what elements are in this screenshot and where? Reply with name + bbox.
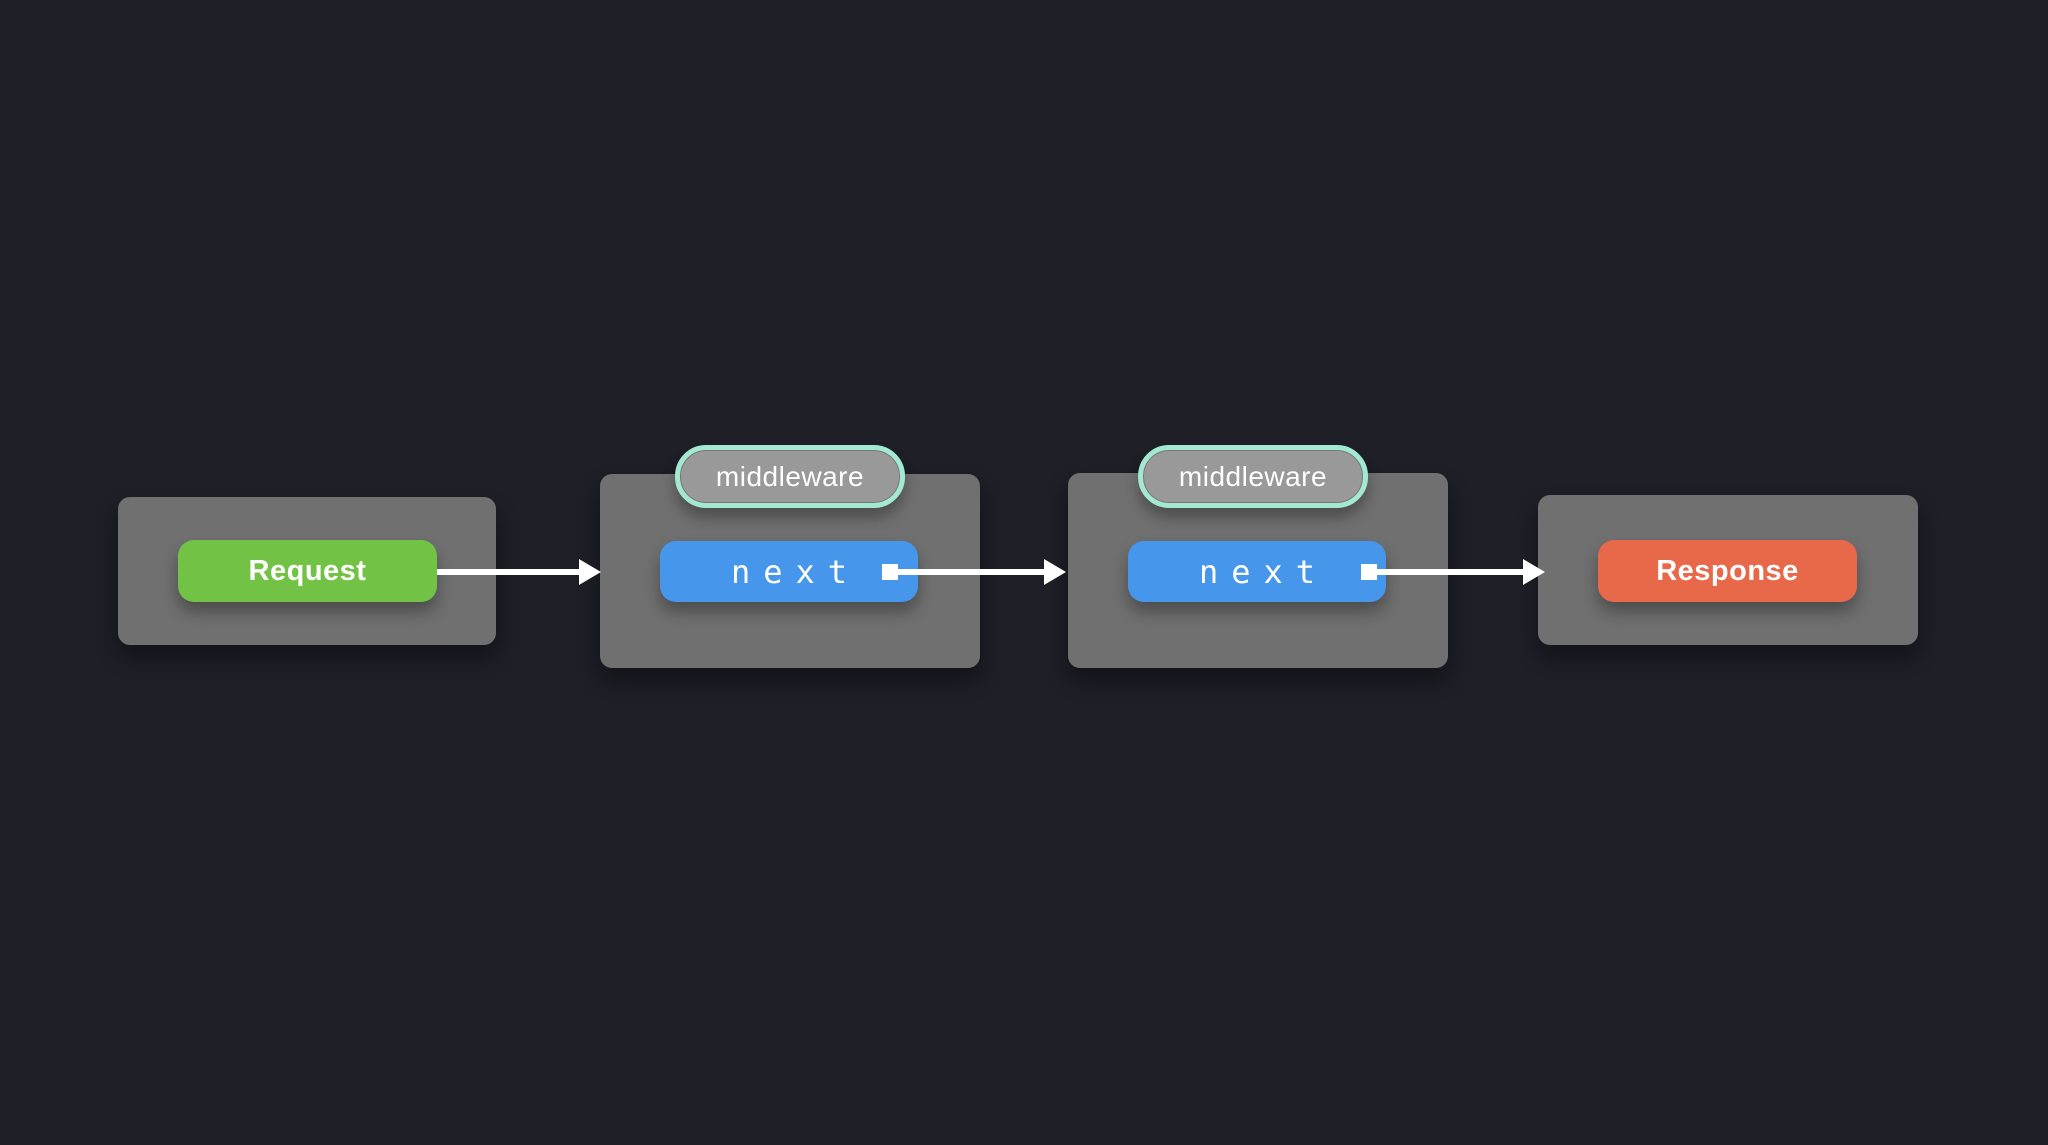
middleware1-next-button: next xyxy=(660,541,918,602)
request-node: Request xyxy=(178,540,437,602)
arrowhead-icon xyxy=(1044,559,1066,585)
request-node-label: Request xyxy=(248,554,367,587)
middleware2-badge: middleware xyxy=(1138,445,1368,508)
middleware2-next-button: next xyxy=(1128,541,1386,602)
middleware1-badge-label: middleware xyxy=(715,460,865,492)
middleware1-badge: middleware xyxy=(675,445,905,508)
middleware2-badge-label: middleware xyxy=(1178,460,1328,492)
response-node: Response xyxy=(1598,540,1857,602)
arrowhead-icon xyxy=(579,559,601,585)
middleware2-next-label: next xyxy=(1198,552,1329,591)
response-node-label: Response xyxy=(1656,554,1799,587)
middleware1-next-label: next xyxy=(730,552,861,591)
